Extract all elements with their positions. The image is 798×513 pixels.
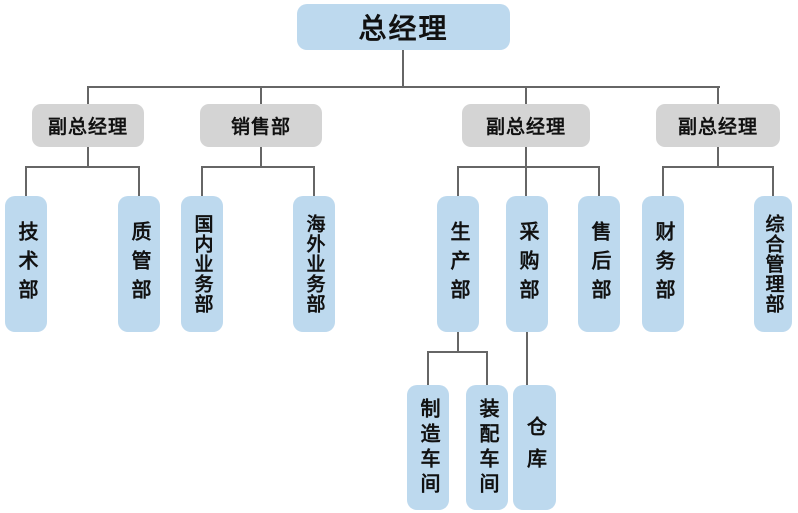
node-warehouse: 仓库 (513, 385, 556, 510)
connector-line (138, 166, 140, 196)
node-general-manager: 总经理 (297, 4, 510, 50)
node-deputy-general-manager-3: 副总经理 (656, 104, 780, 147)
node-deputy-general-manager-2: 副总经理 (462, 104, 590, 147)
connector-line (87, 147, 89, 167)
connector-line (402, 50, 404, 87)
connector-line (260, 147, 262, 167)
connector-line (313, 166, 315, 196)
node-assembly-workshop: 装配车间 (466, 385, 508, 510)
node-label: 副总经理 (677, 117, 758, 138)
connector-line (525, 86, 527, 104)
node-quality-control-dept: 质管部 (118, 196, 160, 332)
node-overseas-business-dept: 海外业务部 (293, 196, 335, 332)
node-label: 财务部 (652, 220, 674, 308)
node-label: 国内业务部 (191, 214, 213, 314)
node-label: 售后部 (588, 220, 610, 308)
node-manufacturing-workshop: 制造车间 (407, 385, 449, 510)
connector-line (526, 332, 528, 385)
connector-line (717, 147, 719, 167)
node-label: 副总经理 (485, 117, 566, 138)
connector-line (427, 351, 488, 353)
node-label: 技术部 (15, 220, 37, 308)
node-production-dept: 生产部 (437, 196, 479, 332)
node-deputy-general-manager-1: 副总经理 (32, 104, 144, 147)
node-label: 质管部 (128, 220, 150, 308)
connector-line (525, 166, 527, 196)
node-domestic-business-dept: 国内业务部 (181, 196, 223, 332)
connector-line (260, 86, 262, 104)
connector-line (662, 166, 774, 168)
node-technical-dept: 技术部 (5, 196, 47, 332)
connector-line (457, 166, 459, 196)
node-purchasing-dept: 采购部 (506, 196, 548, 332)
node-finance-dept: 财务部 (642, 196, 684, 332)
node-label: 生产部 (447, 220, 469, 308)
node-label: 采购部 (516, 220, 538, 308)
connector-line (25, 166, 140, 168)
connector-line (486, 351, 488, 385)
node-label: 综合管理部 (762, 214, 784, 314)
node-label: 仓库 (523, 415, 546, 480)
connector-line (87, 86, 720, 88)
connector-line (525, 147, 527, 167)
connector-line (772, 166, 774, 196)
connector-line (427, 351, 429, 385)
node-label: 副总经理 (47, 117, 128, 138)
connector-line (457, 332, 459, 352)
connector-line (598, 166, 600, 196)
node-sales-dept: 销售部 (200, 104, 322, 147)
connector-line (457, 166, 600, 168)
node-label: 总经理 (358, 13, 449, 44)
connector-line (201, 166, 203, 196)
connector-line (25, 166, 27, 196)
node-label: 装配车间 (476, 397, 498, 498)
node-label: 海外业务部 (303, 214, 325, 314)
connector-line (87, 86, 89, 104)
node-label: 制造车间 (417, 397, 439, 498)
node-after-sales-dept: 售后部 (578, 196, 620, 332)
node-general-management-dept: 综合管理部 (754, 196, 792, 332)
connector-line (662, 166, 664, 196)
connector-line (201, 166, 315, 168)
connector-line (717, 86, 719, 104)
node-label: 销售部 (230, 117, 291, 138)
